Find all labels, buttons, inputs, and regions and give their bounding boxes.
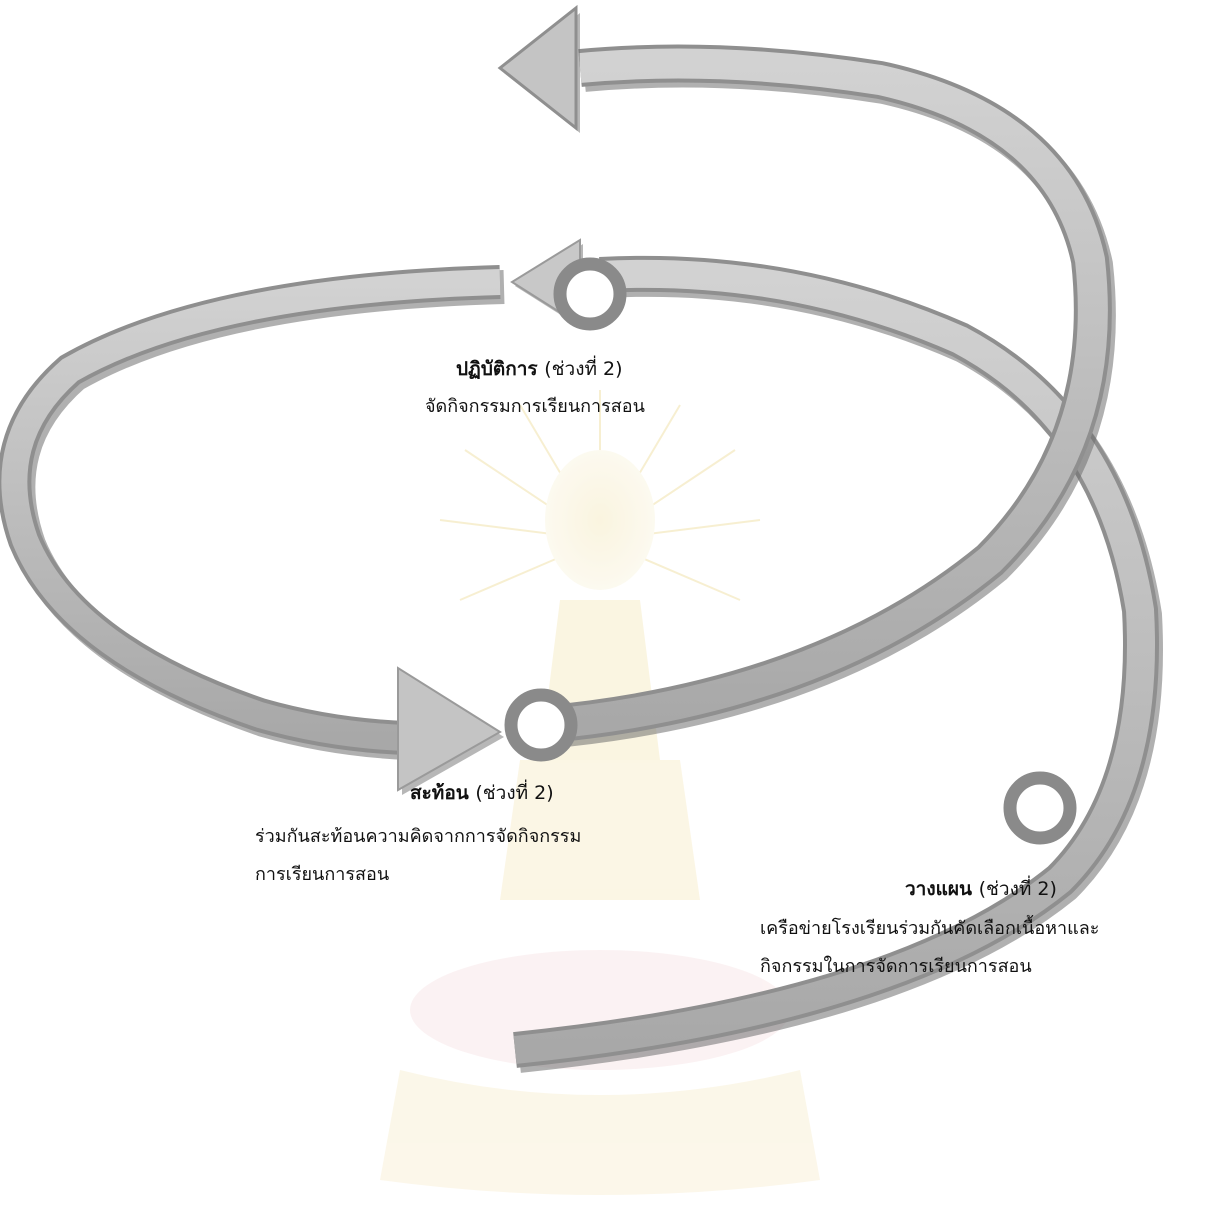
- spiral-ribbon-left-loop: [0, 265, 505, 760]
- stage-reflect-name: สะท้อน: [410, 782, 469, 804]
- stage-reflect-description: ร่วมกันสะท้อนความคิดจากการจัดกิจกรรม การ…: [255, 818, 581, 894]
- node-plan-icon: [1003, 771, 1077, 845]
- node-reflect-icon: [504, 688, 578, 762]
- stage-plan-description: เครือข่ายโรงเรียนร่วมกันคัดเลือกเนื้อหาแ…: [760, 910, 1099, 986]
- stage-plan-desc-line: กิจกรรมในการจัดการเรียนการสอน: [760, 956, 1032, 977]
- arrowhead-reflect-icon: [397, 666, 504, 795]
- spiral-ribbon-lower: [513, 255, 1163, 1073]
- stage-reflect-desc-line: ร่วมกันสะท้อนความคิดจากการจัดกิจกรรม: [255, 826, 582, 847]
- stage-practice-description: จัดกิจกรรมการเรียนการสอน: [425, 388, 645, 426]
- stage-plan-desc-line: เครือข่ายโรงเรียนร่วมกันคัดเลือกเนื้อหาแ…: [760, 918, 1100, 939]
- stage-reflect-phase: (ช่วงที่ 2): [475, 782, 554, 804]
- spiral-ribbon-upper: [538, 44, 1116, 749]
- node-practice-icon: [553, 257, 627, 331]
- stage-practice-phase: (ช่วงที่ 2): [544, 358, 623, 380]
- stage-practice-desc-line: จัดกิจกรรมการเรียนการสอน: [425, 396, 645, 417]
- stage-plan-title: วางแผน (ช่วงที่ 2): [905, 874, 1057, 904]
- stage-reflect-desc-line: การเรียนการสอน: [255, 864, 390, 885]
- stage-practice-title: ปฏิบัติการ (ช่วงที่ 2): [456, 354, 623, 384]
- stage-reflect-title: สะท้อน (ช่วงที่ 2): [410, 778, 554, 808]
- stage-plan-name: วางแผน: [905, 878, 972, 900]
- stage-plan-phase: (ช่วงที่ 2): [978, 878, 1057, 900]
- arrowhead-top-icon: [497, 4, 580, 133]
- stage-practice-name: ปฏิบัติการ: [456, 358, 538, 380]
- watermark-emblem-icon: [380, 390, 820, 1195]
